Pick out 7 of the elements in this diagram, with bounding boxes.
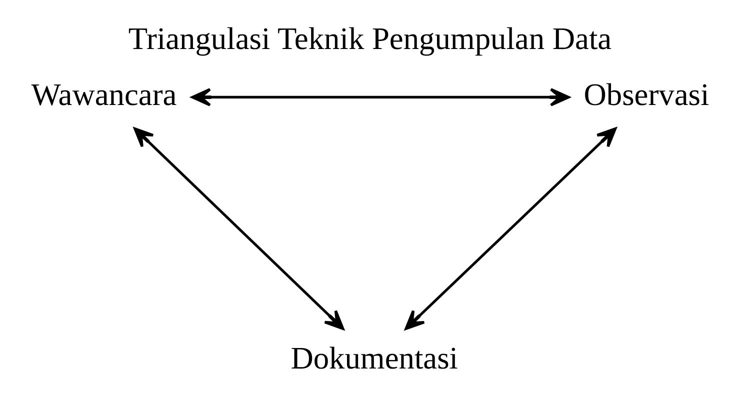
diagram-title: Triangulasi Teknik Pengumpulan Data <box>128 20 612 56</box>
arrow <box>191 88 570 106</box>
node-text: Wawancara <box>31 76 177 112</box>
node-text: Dokumentasi <box>290 340 458 375</box>
arrow <box>404 126 617 330</box>
arrow <box>134 126 344 330</box>
node-text: Observasi <box>584 76 710 112</box>
